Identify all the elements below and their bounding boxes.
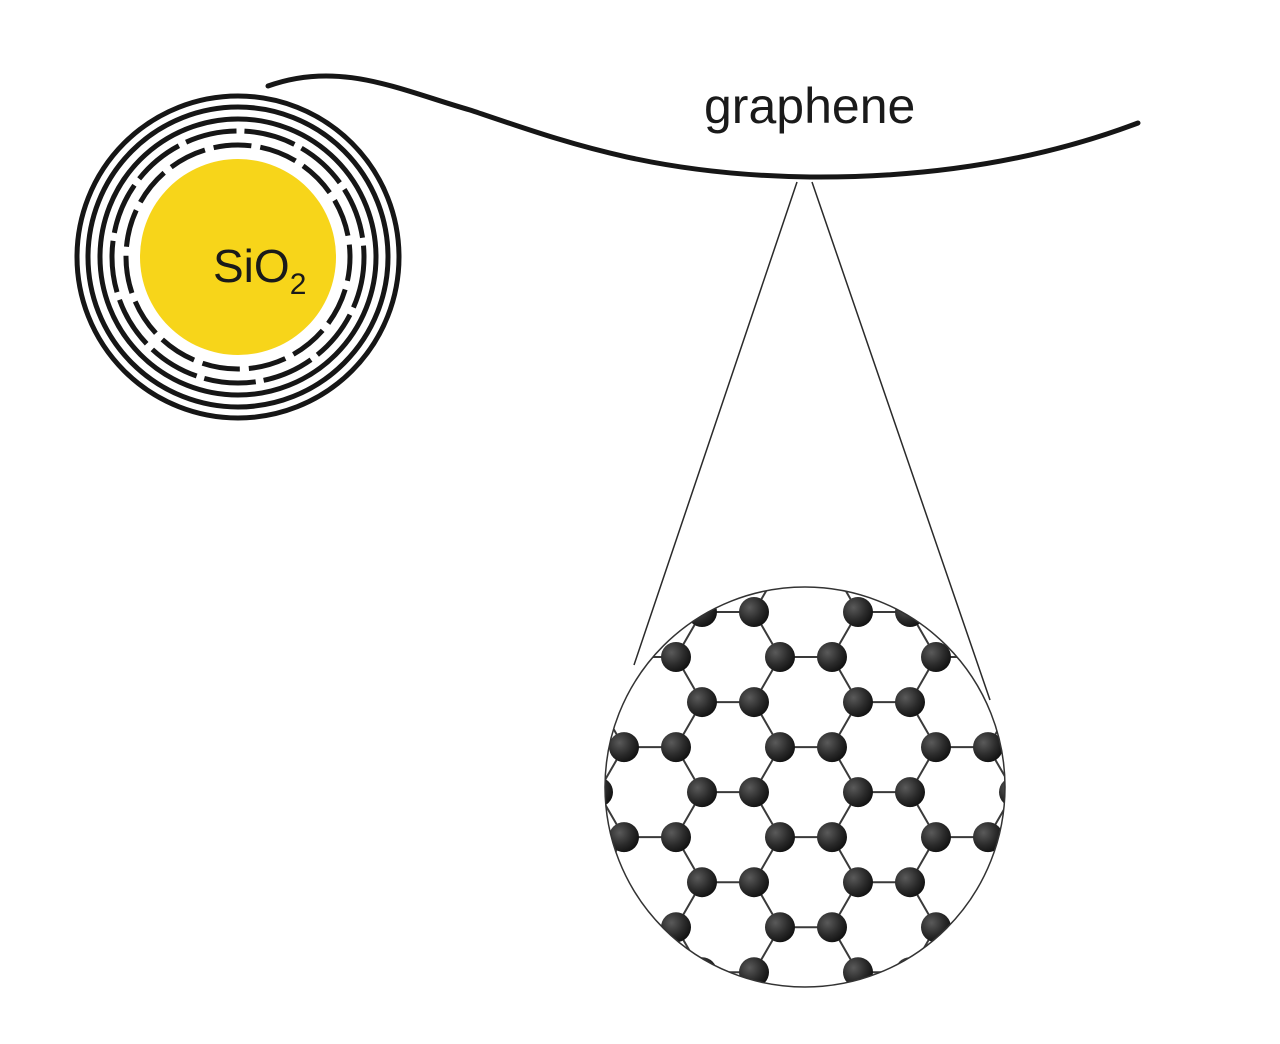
carbon-atom [605,687,613,718]
zoom-line-right [811,181,991,701]
carbon-atom [973,822,1003,853]
zoom-line-left [633,181,798,666]
carbon-atom [609,732,639,763]
carbon-atom [817,912,847,943]
carbon-atom [895,867,925,898]
carbon-atom [765,1002,795,1032]
carbon-bond [987,926,1005,973]
carbon-bond [605,611,625,658]
carbon-atom [765,912,795,943]
carbon-atom [531,687,561,717]
carbon-atom [605,597,613,627]
carbon-atom [605,957,613,987]
carbon-atom [661,642,691,673]
scroll-wrap-2 [85,104,391,410]
carbon-atom [765,552,795,582]
carbon-atom [687,777,717,808]
carbon-atom [895,957,925,987]
carbon-atom [765,732,795,763]
scroll-wrap-3 [74,93,402,421]
carbon-atom [687,687,717,718]
carbon-bond [675,587,703,613]
graphene-lattice-zoom [531,507,1081,1044]
carbon-bond [909,971,937,987]
carbon-atom [921,732,951,763]
carbon-atom [531,777,561,807]
carbon-atom [609,642,639,673]
lattice-outline [604,586,1006,988]
carbon-bond [675,971,703,987]
carbon-atom [765,642,795,673]
carbon-atom [817,552,847,582]
sio2-core [140,159,336,355]
carbon-atom [999,597,1005,627]
carbon-bond [605,881,625,928]
carbon-atom [843,597,873,627]
carbon-atom [739,597,769,627]
carbon-atom [661,732,691,763]
carbon-atom [817,822,847,853]
scroll-inner-wrap-2 [123,142,353,372]
carbon-atom [661,912,691,943]
carbon-atom [609,912,639,943]
carbon-bond [754,1017,780,1044]
carbon-atom [999,867,1005,898]
carbon-bond [832,522,858,567]
carbon-atom [843,507,873,537]
carbon-atom [921,1002,951,1032]
carbon-atom [817,1002,847,1032]
carbon-atom [609,822,639,853]
carbon-atom [531,867,561,897]
sio2-label: SiO2 [213,240,306,301]
carbon-atom [999,687,1005,718]
carbon-atom [739,777,769,808]
carbon-atom [817,642,847,673]
graphene-sheet-line [265,73,1141,180]
carbon-atom [817,732,847,763]
carbon-atom [739,867,769,898]
graphene-label: graphene [704,78,915,134]
carbon-atom [765,822,795,853]
carbon-atom [973,642,1003,673]
carbon-atom [687,867,717,898]
carbon-atom [921,552,951,582]
carbon-atom [895,597,925,627]
carbon-atom [1051,867,1081,897]
carbon-atom [1051,687,1081,717]
carbon-atom [605,867,613,898]
carbon-atom [921,822,951,853]
carbon-atom [739,507,769,537]
carbon-atom [1051,777,1081,807]
carbon-atom [687,957,717,987]
carbon-atom [973,912,1003,943]
carbon-bond [987,611,1005,658]
carbon-bond [987,881,1005,928]
carbon-bond [605,926,625,973]
scroll-inner-wrap [109,128,367,386]
carbon-bond [605,656,625,703]
carbon-bond [754,522,780,567]
carbon-atom [661,1002,691,1032]
carbon-atom [895,777,925,808]
carbon-bond [832,1017,858,1044]
carbon-bond [987,656,1005,703]
carbon-atom [895,687,925,718]
carbon-atom [661,822,691,853]
carbon-atom [605,777,613,808]
carbon-atom [739,687,769,718]
carbon-atom [661,552,691,582]
carbon-bond [909,587,937,613]
scroll-wrap-1 [97,116,379,398]
carbon-atom [999,777,1005,808]
carbon-atom [843,687,873,718]
carbon-atom [999,957,1005,987]
graphene-scroll [74,93,402,421]
carbon-atom [843,777,873,808]
carbon-atom [843,867,873,898]
carbon-atom [921,642,951,673]
carbon-atom [973,732,1003,763]
